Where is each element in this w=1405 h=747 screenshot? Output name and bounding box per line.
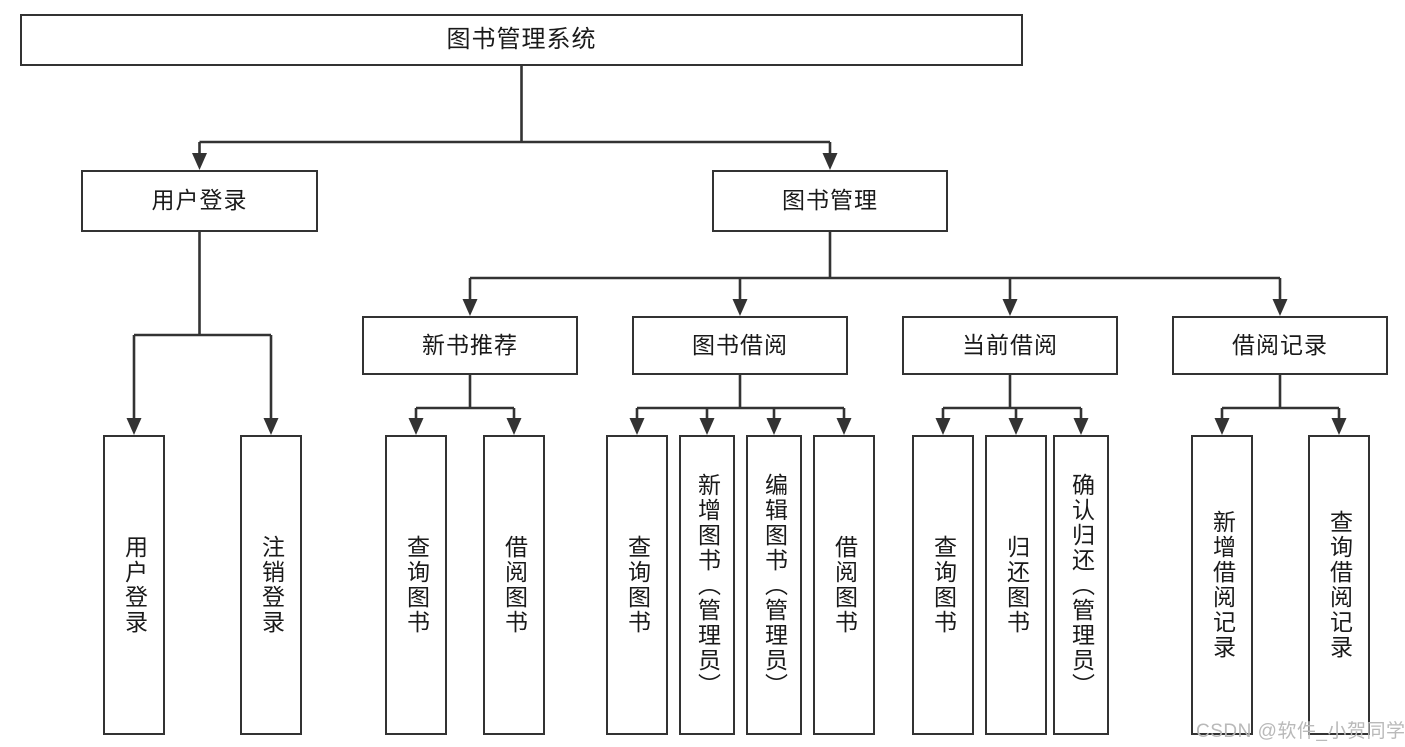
connector-arrowhead xyxy=(732,299,748,316)
node-new-book-rec[interactable]: 新书推荐 xyxy=(362,316,578,375)
node-leaf-edit-book[interactable]: 编辑图书（管理员） xyxy=(746,435,802,735)
node-leaf-user-login[interactable]: 用户登录 xyxy=(103,435,165,735)
node-label: 查询图书 xyxy=(930,535,957,635)
node-label: 借阅图书 xyxy=(831,535,858,635)
node-label: 当前借阅 xyxy=(962,331,1058,358)
connector-arrowhead xyxy=(1214,418,1230,435)
node-current-borrow[interactable]: 当前借阅 xyxy=(902,316,1118,375)
node-label: 查询图书 xyxy=(403,535,430,635)
node-label: 借阅记录 xyxy=(1232,331,1328,358)
node-label: 借阅图书 xyxy=(501,535,528,635)
connector-arrowhead xyxy=(506,418,522,435)
node-label: 新增借阅记录 xyxy=(1209,510,1236,660)
node-label: 归还图书 xyxy=(1003,535,1030,635)
node-label: 新增图书（管理员） xyxy=(694,472,721,698)
node-leaf-query-book-2[interactable]: 查询图书 xyxy=(606,435,668,735)
node-leaf-borrow-book-1[interactable]: 借阅图书 xyxy=(483,435,545,735)
node-book-manage[interactable]: 图书管理 xyxy=(712,170,948,232)
node-user-login[interactable]: 用户登录 xyxy=(81,170,318,232)
watermark: CSDN @软件_小贺同学 xyxy=(1196,721,1405,742)
connector-arrowhead xyxy=(836,418,852,435)
node-leaf-confirm-return[interactable]: 确认归还（管理员） xyxy=(1053,435,1109,735)
connector-arrowhead xyxy=(766,418,782,435)
node-leaf-add-record[interactable]: 新增借阅记录 xyxy=(1191,435,1253,735)
connector-arrowhead xyxy=(1002,299,1018,316)
node-label: 注销登录 xyxy=(258,535,285,635)
connector-arrowhead xyxy=(1008,418,1024,435)
node-label: 用户登录 xyxy=(121,535,148,635)
node-label: 新书推荐 xyxy=(422,331,518,358)
node-label: 用户登录 xyxy=(151,187,248,214)
connector-arrowhead xyxy=(699,418,715,435)
node-label: 图书借阅 xyxy=(692,331,788,358)
connector-arrowhead xyxy=(1272,299,1288,316)
connector-arrowhead xyxy=(126,418,142,435)
node-leaf-user-logout[interactable]: 注销登录 xyxy=(240,435,302,735)
node-leaf-query-record[interactable]: 查询借阅记录 xyxy=(1308,435,1370,735)
node-label: 编辑图书（管理员） xyxy=(761,472,788,698)
connector-arrowhead xyxy=(822,153,838,170)
node-label: 确认归还（管理员） xyxy=(1068,472,1095,698)
node-root[interactable]: 图书管理系统 xyxy=(20,14,1023,66)
node-leaf-query-book-1[interactable]: 查询图书 xyxy=(385,435,447,735)
connector-arrowhead xyxy=(263,418,279,435)
node-leaf-query-book-3[interactable]: 查询图书 xyxy=(912,435,974,735)
connector-arrowhead xyxy=(935,418,951,435)
node-label: 查询借阅记录 xyxy=(1326,510,1353,660)
node-label: 图书管理 xyxy=(782,187,878,214)
node-leaf-return-book[interactable]: 归还图书 xyxy=(985,435,1047,735)
node-borrow-record[interactable]: 借阅记录 xyxy=(1172,316,1388,375)
connector-arrowhead xyxy=(1073,418,1089,435)
connector-arrowhead xyxy=(629,418,645,435)
node-label: 图书管理系统 xyxy=(446,25,597,53)
node-label: 查询图书 xyxy=(624,535,651,635)
connector-arrowhead xyxy=(1331,418,1347,435)
connector-arrowhead xyxy=(192,153,207,170)
node-leaf-add-book[interactable]: 新增图书（管理员） xyxy=(679,435,735,735)
connector-arrowhead xyxy=(462,299,478,316)
connector-arrowhead xyxy=(408,418,424,435)
node-leaf-borrow-book-2[interactable]: 借阅图书 xyxy=(813,435,875,735)
node-book-borrow[interactable]: 图书借阅 xyxy=(632,316,848,375)
